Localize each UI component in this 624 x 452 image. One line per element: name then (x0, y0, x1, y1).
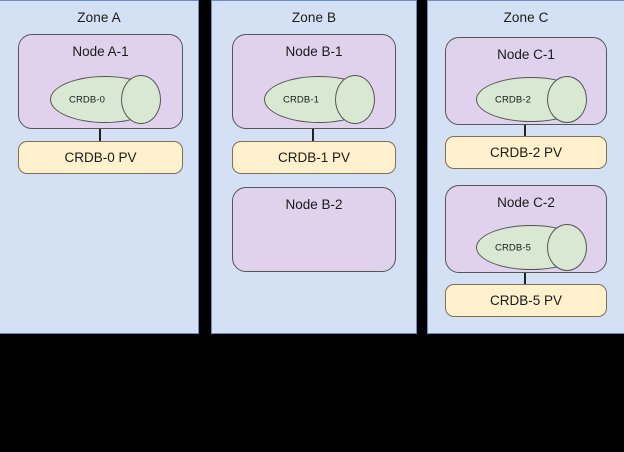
zone-container-b[interactable]: Zone B Node B-1 CRDB-1 CRDB-1 PV Node B-… (211, 0, 417, 334)
node-box-b-1[interactable]: Node B-1 CRDB-1 (232, 34, 396, 129)
database-label-crdb-1: CRDB-1 (283, 94, 319, 105)
node-title-c-1: Node C-1 (497, 47, 555, 62)
zone-title-a: Zone A (77, 10, 121, 25)
database-label-crdb-5: CRDB-5 (495, 242, 531, 253)
node-title-b-2: Node B-2 (285, 197, 343, 212)
database-label-crdb-0: CRDB-0 (69, 94, 105, 105)
cylinder-icon-crdb-0[interactable]: CRDB-0 (50, 75, 161, 124)
pv-box-crdb-1[interactable]: CRDB-1 PV (232, 141, 396, 174)
zone-container-a[interactable]: Zone A Node A-1 CRDB-0 CRDB-0 PV (0, 0, 199, 334)
node-title-b-1: Node B-1 (285, 44, 343, 59)
cylinder-cap (335, 75, 375, 124)
node-box-c-1[interactable]: Node C-1 CRDB-2 (445, 37, 607, 125)
pv-label-crdb-0: CRDB-0 PV (64, 150, 137, 165)
pv-box-crdb-2[interactable]: CRDB-2 PV (445, 136, 607, 169)
node-box-b-2[interactable]: Node B-2 (232, 187, 396, 272)
node-box-a-1[interactable]: Node A-1 CRDB-0 (18, 34, 183, 129)
cylinder-icon-crdb-1[interactable]: CRDB-1 (264, 75, 375, 124)
cylinder-icon-crdb-5[interactable]: CRDB-5 (476, 224, 587, 271)
pv-box-crdb-5[interactable]: CRDB-5 PV (445, 284, 607, 317)
connector-c-1 (524, 125, 526, 137)
cylinder-cap (121, 75, 161, 124)
pv-label-crdb-2: CRDB-2 PV (489, 145, 562, 160)
pv-label-crdb-1: CRDB-1 PV (277, 150, 350, 165)
pv-label-crdb-5: CRDB-5 PV (489, 293, 562, 308)
cylinder-icon-crdb-2[interactable]: CRDB-2 (476, 76, 587, 123)
connector-a-1 (99, 129, 101, 142)
zone-title-c: Zone C (503, 10, 549, 25)
node-box-c-2[interactable]: Node C-2 CRDB-5 (445, 185, 607, 273)
database-label-crdb-2: CRDB-2 (495, 94, 531, 105)
cylinder-cap (547, 76, 587, 123)
connector-c-2 (524, 273, 526, 285)
node-title-a-1: Node A-1 (72, 44, 129, 59)
connector-b-1 (312, 129, 314, 142)
node-title-c-2: Node C-2 (497, 195, 555, 210)
zone-title-b: Zone B (291, 10, 337, 25)
cylinder-cap (547, 224, 587, 271)
pv-box-crdb-0[interactable]: CRDB-0 PV (18, 141, 183, 174)
zone-container-c[interactable]: Zone C Node C-1 CRDB-2 CRDB-2 PV Node C-… (427, 0, 624, 334)
